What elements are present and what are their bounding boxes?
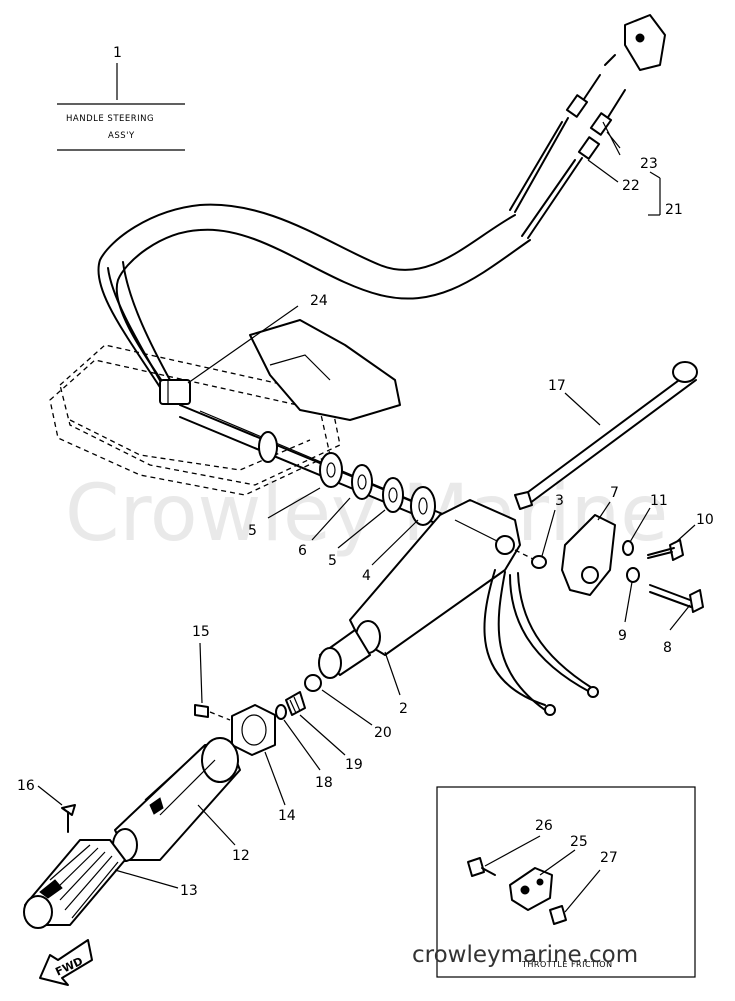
throttle-rod [514, 361, 698, 510]
stop-switch-wires [483, 569, 599, 716]
handle-body [318, 499, 521, 679]
throttle-grip-cover [23, 839, 126, 929]
label-8: 8 [663, 640, 672, 656]
label-4: 4 [362, 568, 371, 584]
title-block: 1 HANDLE STEERING ASS'Y [57, 45, 185, 151]
label-16: 16 [17, 778, 35, 794]
label-10: 10 [696, 512, 714, 528]
label-27: 27 [600, 850, 618, 866]
grip-screw [61, 804, 76, 833]
leader-lines [37, 121, 696, 913]
label-9: 9 [618, 628, 627, 644]
label-12: 12 [232, 848, 250, 864]
label-7: 7 [610, 485, 619, 501]
label-15: 15 [192, 624, 210, 640]
friction-parts [514, 514, 704, 613]
label-17: 17 [548, 378, 566, 394]
throttle-cables [97, 203, 531, 401]
label-21: 21 [665, 202, 683, 218]
label-26: 26 [535, 818, 553, 834]
cable-clamp [159, 379, 191, 405]
label-14: 14 [278, 808, 296, 824]
throttle-friction-inset: THROTTLE FRICTION [436, 786, 696, 978]
upper-bracket [249, 319, 401, 421]
label-13: 13 [180, 883, 198, 899]
label-5a: 5 [248, 523, 257, 539]
grip-internal-parts [194, 674, 322, 756]
site-credit: crowleymarine.com [412, 942, 638, 968]
label-25: 25 [570, 834, 588, 850]
label-6: 6 [298, 543, 307, 559]
fwd-arrow: FWD [39, 939, 93, 986]
label-23: 23 [640, 156, 658, 172]
title-line-2: ASS'Y [108, 131, 135, 141]
label-2: 2 [399, 701, 408, 717]
cable-ends [509, 14, 666, 239]
throttle-grip-sleeve [112, 737, 241, 862]
title-line-1: HANDLE STEERING [66, 114, 154, 124]
label-11: 11 [650, 493, 668, 509]
shaft-washers [258, 431, 436, 526]
title-number: 1 [113, 45, 122, 61]
label-24: 24 [310, 293, 328, 309]
label-5b: 5 [328, 553, 337, 569]
inset-caption: THROTTLE FRICTION [521, 960, 613, 969]
part-labels: 24 17 5 6 5 4 3 7 11 10 8 9 2 20 19 18 1… [17, 156, 714, 899]
label-20: 20 [374, 725, 392, 741]
label-3: 3 [555, 493, 564, 509]
label-19: 19 [345, 757, 363, 773]
label-18: 18 [315, 775, 333, 791]
label-22: 22 [622, 178, 640, 194]
